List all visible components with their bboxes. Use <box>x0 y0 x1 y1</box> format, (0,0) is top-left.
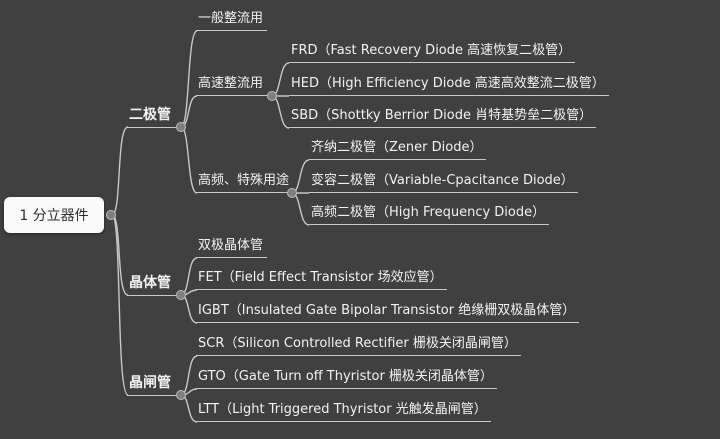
connector-path <box>291 192 310 226</box>
collapse-button-special-use[interactable] <box>287 188 297 198</box>
node-general-rectifier[interactable]: 一般整流用 <box>196 11 268 31</box>
branch-thyristor[interactable]: 晶闸管 <box>127 374 176 396</box>
root-node[interactable]: 1 分立器件 <box>4 197 104 233</box>
collapse-button-fast-rectifier[interactable] <box>267 91 277 101</box>
branch-diode[interactable]: 二极管 <box>127 106 176 128</box>
collapse-button-diode[interactable] <box>176 122 186 132</box>
node-hed[interactable]: HED（High Efficiency Diode 高速高效整流二极管） <box>289 76 609 96</box>
connector-path <box>180 126 198 194</box>
node-fet[interactable]: FET（Field Effect Transistor 场效应管） <box>196 270 447 290</box>
node-bipolar-transistor[interactable]: 双极晶体管 <box>196 238 268 258</box>
connector-path <box>111 214 129 396</box>
connector-path <box>111 126 129 216</box>
node-gto[interactable]: GTO（Gate Turn off Thyristor 栅极关闭晶体管） <box>196 369 497 389</box>
collapse-button-transistor[interactable] <box>176 290 186 300</box>
node-varactor-diode[interactable]: 变容二极管（Variable-Cpacitance Diode） <box>309 173 578 193</box>
node-ltt[interactable]: LTT（Light Triggered Thyristor 光触发晶闸管） <box>196 402 491 422</box>
node-sbd[interactable]: SBD（Shottky Berrior Diode 肖特基势垒二极管） <box>289 108 597 128</box>
collapse-button-root[interactable] <box>106 210 116 220</box>
node-igbt[interactable]: IGBT（Insulated Gate Bipolar Transistor 绝… <box>196 303 580 323</box>
node-scr[interactable]: SCR（Silicon Controlled Rectifier 栅极关闭晶闸管… <box>196 336 521 356</box>
node-fast-rectifier[interactable]: 高速整流用 <box>196 76 272 96</box>
collapse-button-thyristor[interactable] <box>176 390 186 400</box>
node-zener-diode[interactable]: 齐纳二极管（Zener Diode） <box>309 140 487 160</box>
node-high-frequency-diode[interactable]: 高频二极管（High Frequency Diode） <box>309 205 550 225</box>
node-frd[interactable]: FRD（Fast Recovery Diode 高速恢复二极管） <box>289 43 576 63</box>
connector-path <box>180 257 198 296</box>
branch-transistor[interactable]: 晶体管 <box>127 274 176 296</box>
connector-path <box>271 95 290 129</box>
connector-path <box>180 355 198 396</box>
connector-path <box>180 30 198 128</box>
node-special-use[interactable]: 高频、特殊用途 <box>196 173 292 193</box>
connector-path <box>111 214 129 296</box>
